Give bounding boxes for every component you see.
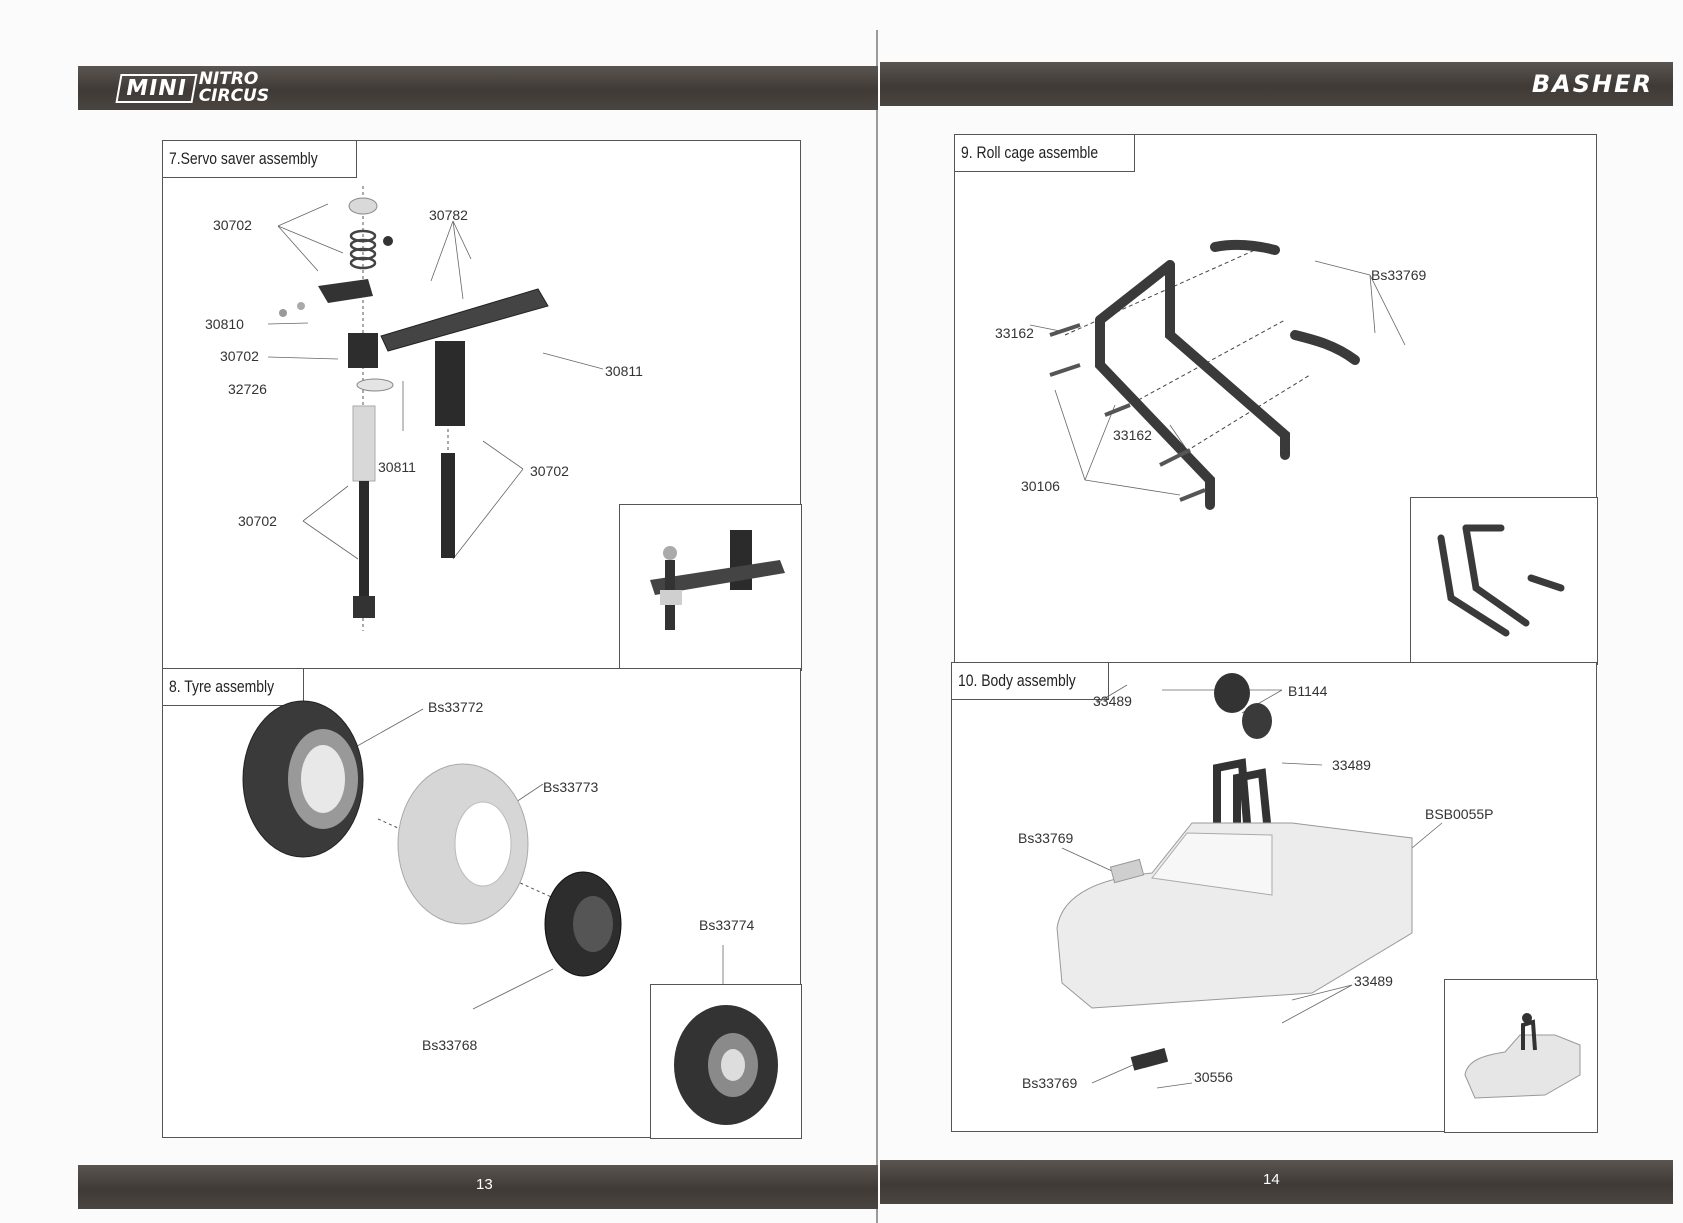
part-label: Bs33769: [1022, 1075, 1077, 1091]
part-label: Bs33773: [543, 779, 598, 795]
part-label: 33489: [1354, 973, 1393, 989]
logo-circus-text: CIRCUS: [199, 88, 269, 105]
part-label: Bs33769: [1018, 830, 1073, 846]
tyre-preview: [650, 984, 802, 1139]
servo-saver-preview: [619, 504, 802, 671]
part-label: 30702: [238, 513, 277, 529]
part-label: Bs33768: [422, 1037, 477, 1053]
part-label: 33489: [1093, 693, 1132, 709]
part-label: 30106: [1021, 478, 1060, 494]
part-label: Bs33769: [1371, 267, 1426, 283]
part-label: 33489: [1332, 757, 1371, 773]
part-label: 30702: [530, 463, 569, 479]
page-number-left: 13: [476, 1176, 493, 1193]
part-label: 30810: [205, 316, 244, 332]
roll-cage-panel: 9. Roll cage assemble Bs33769 33162 3316…: [954, 134, 1597, 664]
page-number-right: 14: [1263, 1171, 1280, 1188]
logo-mini-text: MINI: [115, 74, 197, 103]
tyre-panel: 8. Tyre assembly Bs33772 Bs33773 Bs33774…: [162, 668, 801, 1138]
part-label: 33162: [1113, 427, 1152, 443]
part-label: 32726: [228, 381, 267, 397]
mini-nitro-circus-logo: MINI NITRO CIRCUS: [118, 66, 269, 110]
part-label: Bs33774: [699, 917, 754, 933]
basher-logo: BASHER: [1532, 66, 1653, 102]
roll-cage-preview: [1410, 497, 1598, 665]
page-gutter: [876, 30, 878, 1223]
part-label: BSB0055P: [1425, 806, 1494, 822]
part-label: 30702: [213, 217, 252, 233]
part-label: 33162: [995, 325, 1034, 341]
part-label: 30782: [429, 207, 468, 223]
body-preview: [1444, 979, 1598, 1133]
body-panel: 10. Body assembly 33489 B1144 33489 BSB0…: [951, 662, 1597, 1132]
part-label: 30811: [378, 459, 416, 475]
part-label: 30811: [605, 363, 643, 379]
servo-saver-panel: 7.Servo saver assembly 30702 30782 30810…: [162, 140, 801, 670]
part-label: 30702: [220, 348, 259, 364]
part-label: B1144: [1288, 683, 1327, 699]
part-label: Bs33772: [428, 699, 483, 715]
part-label: 30556: [1194, 1069, 1233, 1085]
